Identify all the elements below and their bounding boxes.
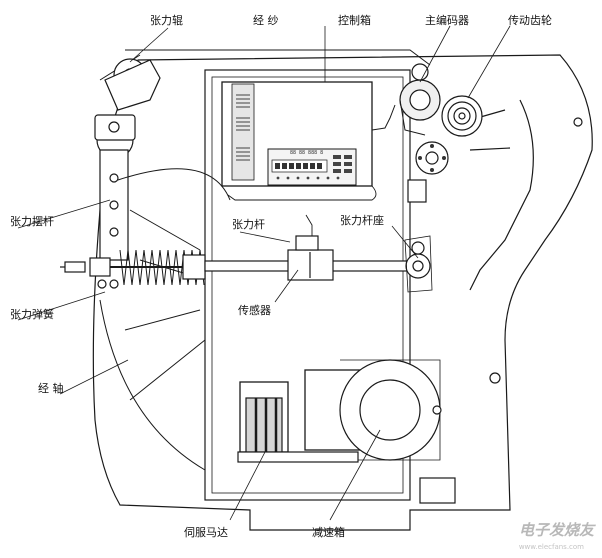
- tension-spring: [60, 249, 210, 289]
- label-warp-yarn: 经 纱: [253, 14, 279, 27]
- idler-roller: [407, 141, 449, 203]
- label-sensor: 传感器: [238, 304, 271, 317]
- warp-beam: [99, 168, 231, 471]
- label-tension-rod: 张力杆: [232, 218, 265, 231]
- label-servo-motor: 伺服马达: [184, 526, 228, 539]
- label-tension-rod-seat: 张力杆座: [340, 214, 384, 227]
- watermark-logo: 电子发烧友: [518, 521, 594, 539]
- drive-gear: [441, 95, 483, 137]
- label-control-box: 控制箱: [338, 14, 371, 27]
- leader-lines: [17, 25, 511, 521]
- reducer: [304, 359, 442, 461]
- machine-enclosure: [204, 69, 411, 501]
- panel-digits: [275, 163, 322, 169]
- foot-block: [419, 477, 456, 504]
- main-encoder: [399, 63, 441, 136]
- tension-rod: [204, 214, 416, 281]
- control-cable: [371, 104, 396, 131]
- label-tension-roller: 张力辊: [150, 14, 183, 27]
- label-drive-gear: 传动齿轮: [508, 14, 552, 27]
- warp-yarn-line: [125, 49, 431, 66]
- label-tension-spring: 张力弹簧: [10, 308, 54, 321]
- control-panel-readout: 88 88 888 8: [290, 150, 324, 156]
- control-box-vents: [236, 94, 250, 161]
- label-warp-beam: 经 轴: [38, 382, 64, 395]
- label-reducer: 减速箱: [312, 526, 345, 539]
- tension-swing-lever: [99, 149, 129, 261]
- tension-rod-seat: [404, 235, 433, 293]
- panel-buttons: [276, 155, 352, 180]
- watermark-url: www.elecfans.com: [518, 543, 584, 551]
- servo-motor: [237, 381, 359, 463]
- tension-roller: [94, 58, 161, 159]
- label-main-encoder: 主编码器: [425, 14, 469, 27]
- frame-inner-edge: [469, 99, 534, 291]
- label-tension-swing-lever: 张力摆杆: [10, 215, 54, 228]
